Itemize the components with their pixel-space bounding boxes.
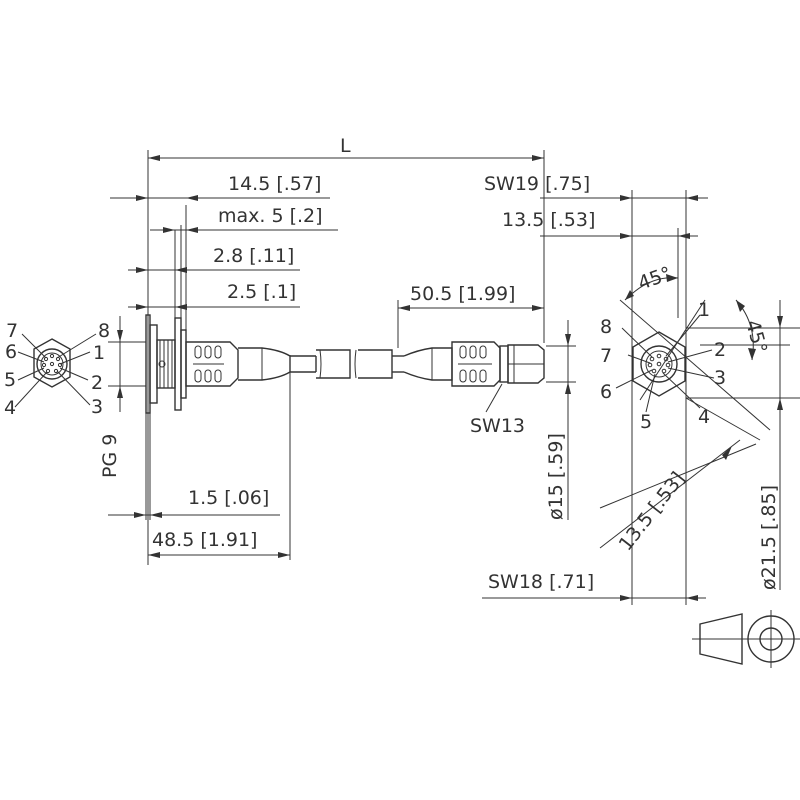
left-pin-label: 4	[4, 397, 16, 419]
dim-2-5: 2.5 [.1]	[227, 281, 296, 303]
dim-2-8: 2.8 [.11]	[213, 245, 294, 267]
dim-13-5-top: 13.5 [.53]	[502, 209, 595, 231]
left-pin-label: 3	[91, 396, 103, 418]
projection-symbol	[692, 610, 800, 668]
male-connector	[403, 341, 545, 387]
left-hex-outline	[33, 338, 71, 388]
dim-max5: max. 5 [.2]	[218, 205, 323, 227]
dim-sw18: SW18 [.71]	[488, 571, 594, 593]
flange-connector	[145, 314, 291, 414]
dim-48-5: 48.5 [1.91]	[152, 529, 257, 551]
right-end-view: 45° 45° 1 8 2 7 3 6 5 4 SW19 [.75] 13.5 …	[482, 173, 800, 605]
right-pin-label: 1	[698, 299, 710, 321]
dim-dia-15: ø15 [.59]	[545, 433, 567, 520]
right-pin-label: 4	[698, 406, 710, 428]
left-pin-label: 5	[4, 369, 16, 391]
right-pin-label: 3	[714, 367, 726, 389]
right-pin-label: 8	[600, 316, 612, 338]
dim-L: L	[340, 135, 351, 157]
dim-50-5: 50.5 [1.99]	[410, 283, 515, 305]
dim-sw13: SW13	[470, 415, 525, 437]
dim-angle-45-b: 45°	[741, 318, 771, 356]
left-pin-label: 8	[98, 320, 110, 342]
left-pin-label: 1	[93, 342, 105, 364]
left-end-view: 7 8 6 1 5 2 4 3	[4, 320, 110, 419]
dimensions-right: 50.5 [1.99] SW13 ø15 [.59]	[397, 283, 576, 520]
dimensions-left: L 14.5 [.57] max. 5 [.2] 2.8 [.11] 2.5 […	[99, 135, 545, 565]
right-hex-outline	[632, 331, 686, 397]
dim-angle-45-a: 45°	[635, 263, 674, 295]
left-pin-label: 7	[6, 320, 18, 342]
dim-14-5: 14.5 [.57]	[228, 173, 321, 195]
dim-1-5: 1.5 [.06]	[188, 487, 269, 509]
cable	[290, 349, 404, 379]
left-pin-label: 2	[91, 372, 103, 394]
dim-dia-21-5: ø21.5 [.85]	[758, 485, 780, 590]
left-pin-label: 6	[5, 341, 17, 363]
right-pin-label: 7	[600, 345, 612, 367]
dim-pg9: PG 9	[99, 434, 121, 478]
left-face-inner	[40, 352, 64, 376]
dim-sw19: SW19 [.75]	[484, 173, 590, 195]
dim-13-5-diag: 13.5 [.53]	[615, 468, 690, 555]
right-pin-label: 5	[640, 411, 652, 433]
right-pin-label: 6	[600, 381, 612, 403]
right-pin-label: 2	[714, 339, 726, 361]
left-face-outer	[36, 348, 68, 380]
